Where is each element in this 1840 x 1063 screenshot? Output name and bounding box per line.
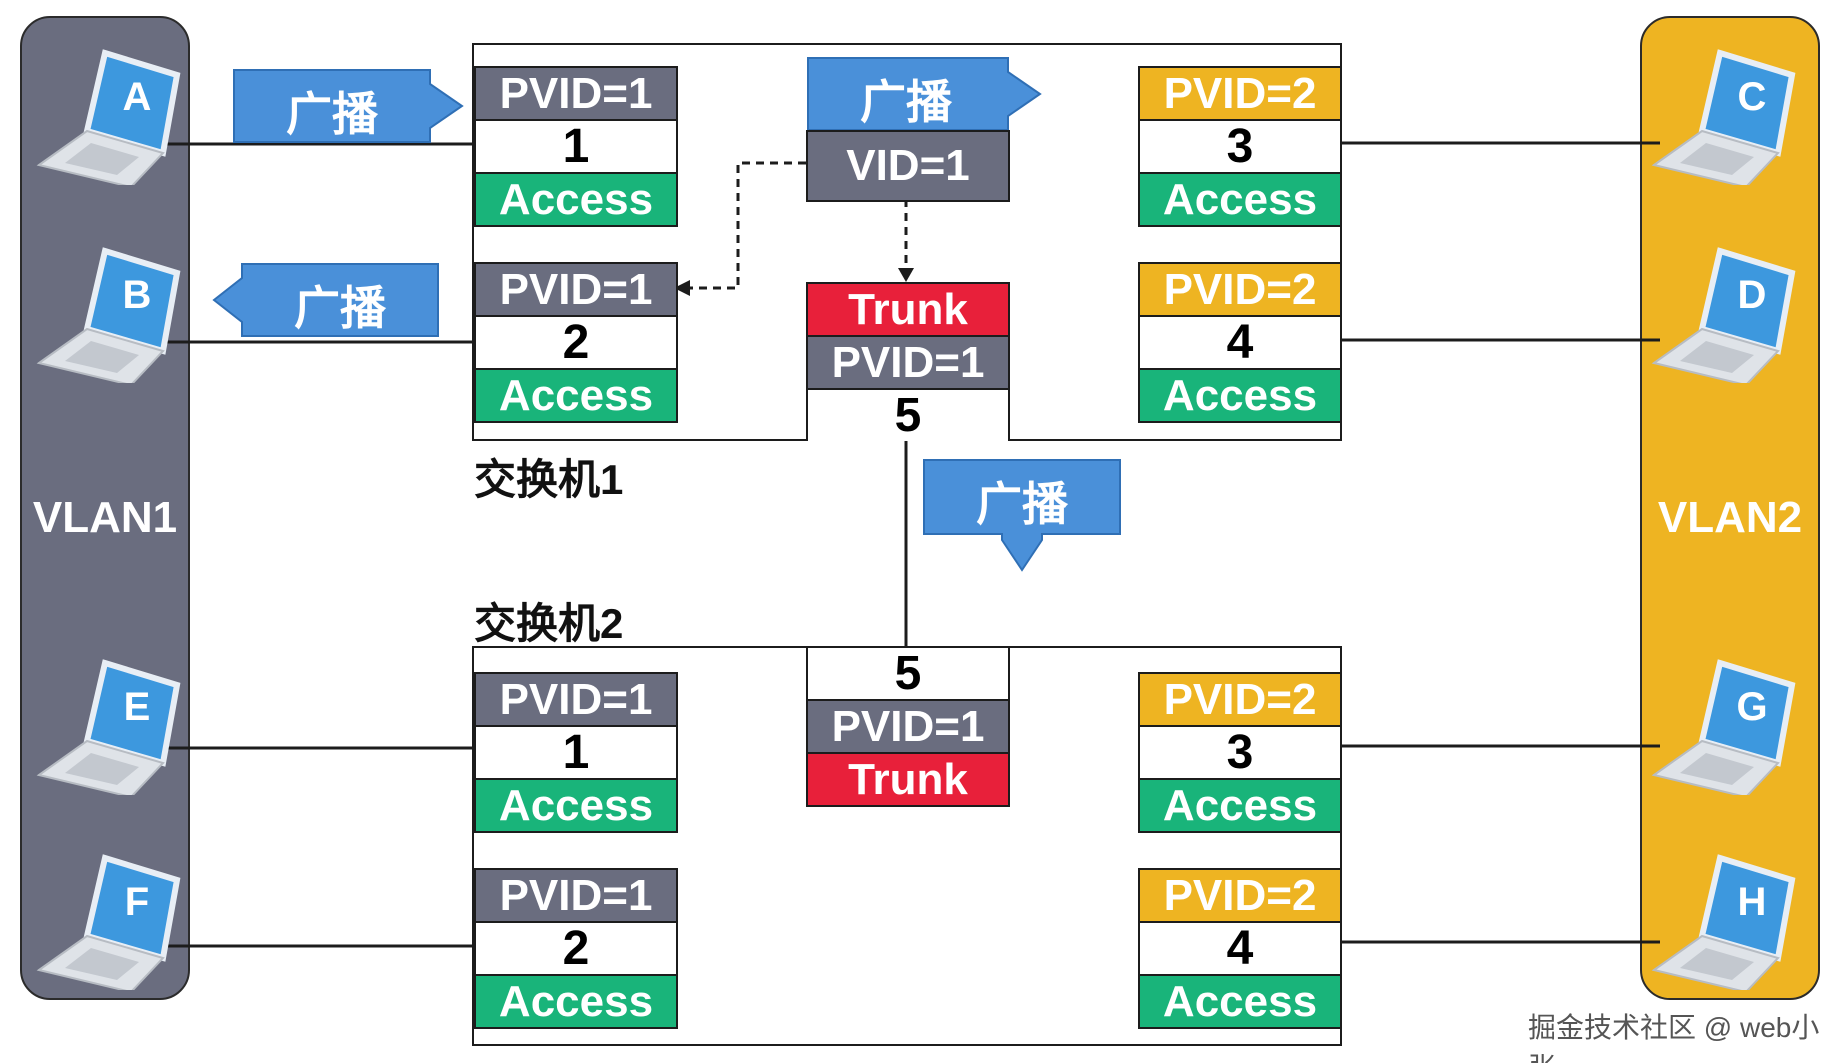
switch1-port5-trunk: Trunk PVID=1 5 [806,282,1010,441]
host-e-label: E [123,685,151,729]
host-f-label: F [124,880,150,924]
switch2-port1-number: 1 [476,725,676,780]
switch1-port1-number: 1 [476,119,676,174]
arrowhead-to-port2 [674,280,690,296]
switch1-port3-mode: Access [1140,174,1340,225]
switch1-port2-mode: Access [476,370,676,421]
broadcast-arrow-from-a: 广播 [232,68,464,144]
switch2-port1: PVID=1 1 Access [474,672,678,833]
switch1-port4: PVID=2 4 Access [1138,262,1342,423]
switch2-port5-mode: Trunk [808,752,1008,805]
broadcast-label-switch1: 广播 [860,76,952,128]
forward-path-to-port2 [688,161,806,290]
switch2-port5-number: 5 [808,648,1008,701]
switch1-port5-pvid: PVID=1 [808,335,1008,390]
switch2-port3-mode: Access [1140,780,1340,831]
watermark: 掘金技术社区 @ web小张 [1528,1012,1820,1063]
switch2-port3-pvid: PVID=2 [1140,674,1340,725]
host-f-laptop-icon: F [35,850,185,990]
switch1-port2: PVID=1 2 Access [474,262,678,423]
broadcast-label-a: 广播 [286,88,378,140]
host-c-laptop-icon: C [1650,45,1800,185]
switch1-port3: PVID=2 3 Access [1138,66,1342,227]
switch1-port5-number: 5 [808,390,1008,441]
switch2-name: 交换机2 [474,600,624,647]
host-h-label: H [1737,880,1767,924]
host-e-laptop-icon: E [35,655,185,795]
switch2-port3: PVID=2 3 Access [1138,672,1342,833]
broadcast-label-b: 广播 [294,282,386,334]
host-d-label: D [1737,273,1767,317]
host-b-label: B [122,273,152,317]
broadcast-arrow-to-b: 广播 [212,262,440,338]
vlan2-label: VLAN2 [1657,493,1803,542]
vlan1-label: VLAN1 [32,493,178,542]
host-b-laptop-icon: B [35,243,185,383]
frame-vid-tag: VID=1 [806,130,1010,202]
switch1-port1-mode: Access [476,174,676,225]
switch2-port1-mode: Access [476,780,676,831]
host-a-laptop-icon: A [35,45,185,185]
host-g-laptop-icon: G [1650,655,1800,795]
switch2-port3-number: 3 [1140,725,1340,780]
switch2-port5-pvid: PVID=1 [808,701,1008,752]
switch1-port4-pvid: PVID=2 [1140,264,1340,315]
switch2-port2-number: 2 [476,921,676,976]
host-a-label: A [122,75,152,119]
switch1-port1: PVID=1 1 Access [474,66,678,227]
switch1-port4-number: 4 [1140,315,1340,370]
host-c-label: C [1737,75,1767,119]
switch1-port3-number: 3 [1140,119,1340,174]
switch2-port4-pvid: PVID=2 [1140,870,1340,921]
switch1-name: 交换机1 [474,456,624,503]
broadcast-arrow-down: 广播 [922,458,1122,574]
switch1-port2-pvid: PVID=1 [476,264,676,315]
switch2-port2: PVID=1 2 Access [474,868,678,1029]
switch2-port2-pvid: PVID=1 [476,870,676,921]
switch1-port3-pvid: PVID=2 [1140,68,1340,119]
switch1-port1-pvid: PVID=1 [476,68,676,119]
host-h-laptop-icon: H [1650,850,1800,990]
switch2-port2-mode: Access [476,976,676,1027]
switch2-port5-trunk: 5 PVID=1 Trunk [806,648,1010,807]
broadcast-label-down: 广播 [976,478,1068,530]
switch2-port4-mode: Access [1140,976,1340,1027]
switch1-port2-number: 2 [476,315,676,370]
broadcast-arrow-in-switch1: 广播 [806,56,1042,132]
host-g-label: G [1736,685,1768,729]
switch1-port5-mode: Trunk [808,284,1008,335]
switch2-port4: PVID=2 4 Access [1138,868,1342,1029]
switch2-port4-number: 4 [1140,921,1340,976]
switch1-port4-mode: Access [1140,370,1340,421]
switch2-port1-pvid: PVID=1 [476,674,676,725]
arrowhead-to-trunk [898,268,914,282]
host-d-laptop-icon: D [1650,243,1800,383]
